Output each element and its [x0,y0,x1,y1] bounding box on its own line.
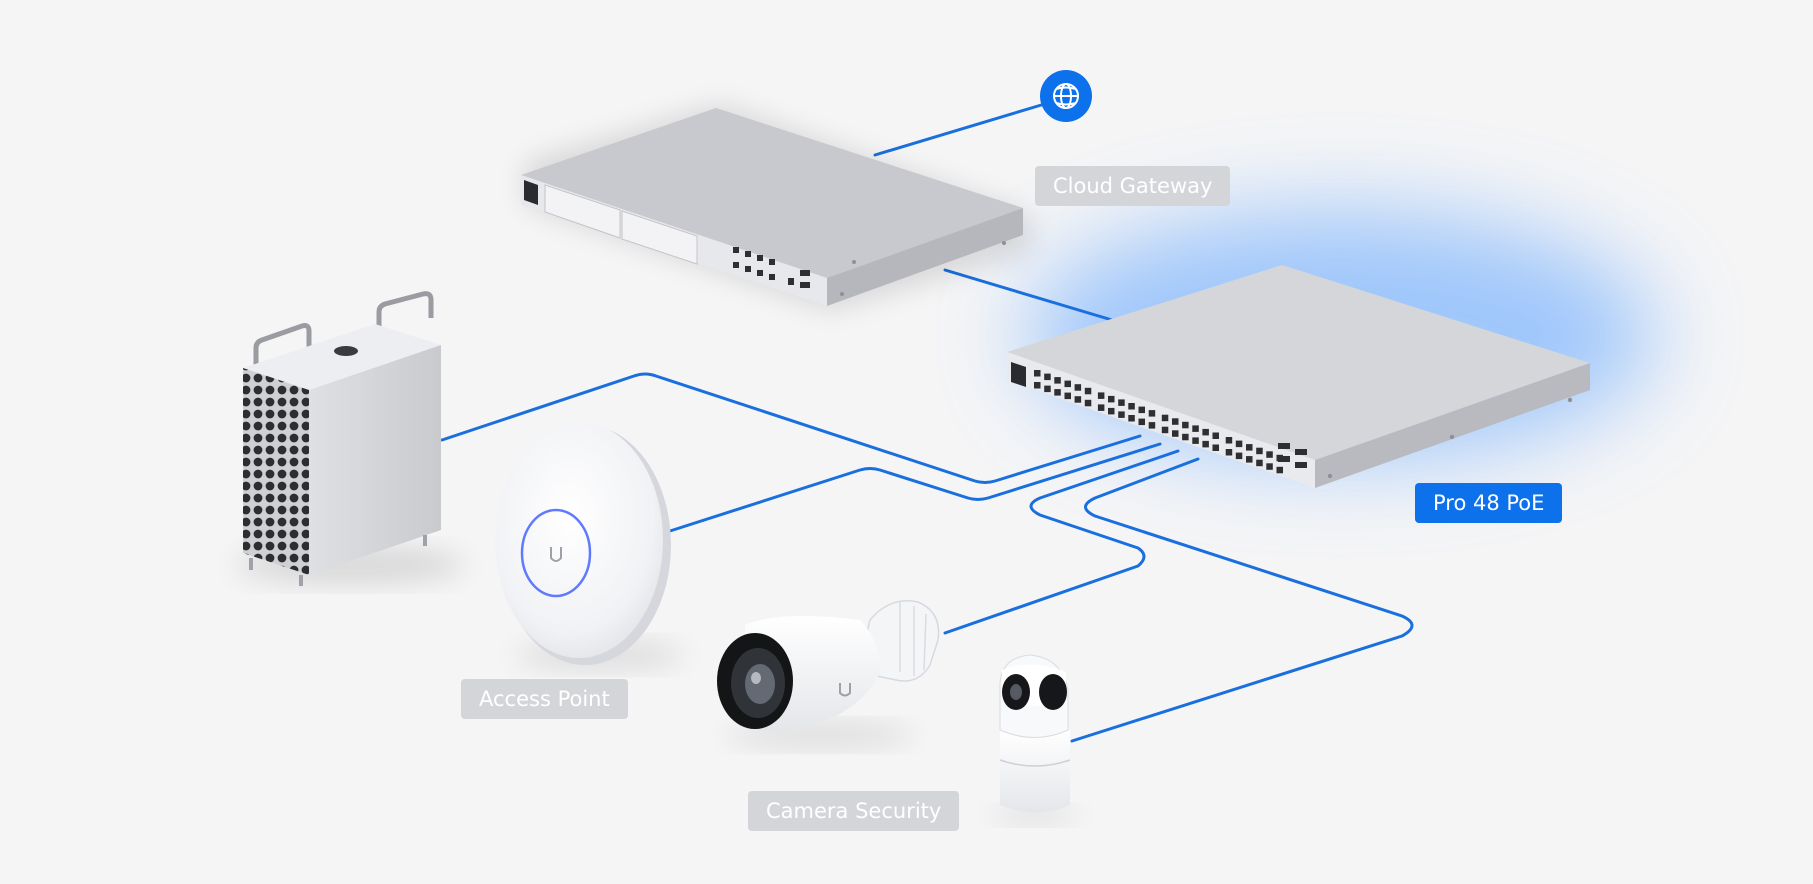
switch-port [1074,396,1082,403]
switch-port [1084,399,1092,407]
switch-port [1212,432,1219,439]
switch-port [1097,392,1105,399]
switch-port [1128,415,1135,422]
switch-port [1246,444,1253,451]
switch-port [1225,437,1233,444]
switch-port [1266,463,1273,470]
access-point-device-icon [495,422,685,669]
switch-port [1148,422,1156,429]
switch-port [1172,418,1179,425]
switch-port [1138,406,1145,414]
connection-switch-dome-camera [1070,457,1414,743]
switch-port [1118,411,1125,418]
switch-port [1034,370,1041,377]
switch-port [1172,430,1179,437]
switch-port [1182,433,1189,441]
switch-port [1054,389,1061,396]
switch-port [1138,418,1145,426]
switch-port [1246,456,1253,463]
switch-port [1202,440,1209,448]
switch-port [1108,407,1115,415]
cloud-gateway-device-icon [521,105,1030,310]
switch-port [1118,399,1125,406]
connection-gateway-internet [873,101,1050,157]
switch-port [1182,421,1189,429]
switch-port [1064,392,1071,400]
switch-port [1044,373,1051,381]
switch-port [1235,440,1243,448]
switch-port [1074,384,1082,391]
switch-port [1266,451,1273,458]
switch-port [1192,437,1199,444]
tower-computer-icon [235,291,465,586]
connection-switch-access-point [668,442,1162,533]
switch-port [1225,449,1233,456]
camera-security-label: Camera Security [748,791,960,831]
switch-port [1192,425,1199,432]
switch-port [1212,444,1219,451]
switch-port [1148,410,1156,417]
switch-port [1097,404,1105,411]
switch-port [1034,382,1041,389]
globe-icon [1040,70,1092,122]
switch-port [1235,452,1243,460]
connection-gateway-switch [943,268,1114,322]
switch-port [1256,447,1263,455]
cloud-gateway-label: Cloud Gateway [1035,166,1231,206]
switch-port [1064,380,1071,388]
pro-48-poe-switch-device-icon [1007,265,1590,488]
switch-port [1256,459,1263,467]
switch-port [1108,395,1115,403]
switch-port [1161,414,1169,422]
switch-port [1161,426,1169,434]
switch-port [1276,466,1283,474]
switch-port [1128,403,1135,410]
pro-48-poe-label: Pro 48 PoE [1415,483,1563,523]
switch-port [1054,377,1061,384]
connection-switch-workstation [440,372,1142,484]
bullet-camera-device-icon [717,600,940,747]
flex-camera-device-icon [990,654,1080,823]
access-point-label: Access Point [461,679,628,719]
switch-port [1202,428,1209,436]
connection-switch-bullet-camera [943,449,1180,635]
switch-port [1044,385,1051,393]
switch-port [1084,387,1092,395]
